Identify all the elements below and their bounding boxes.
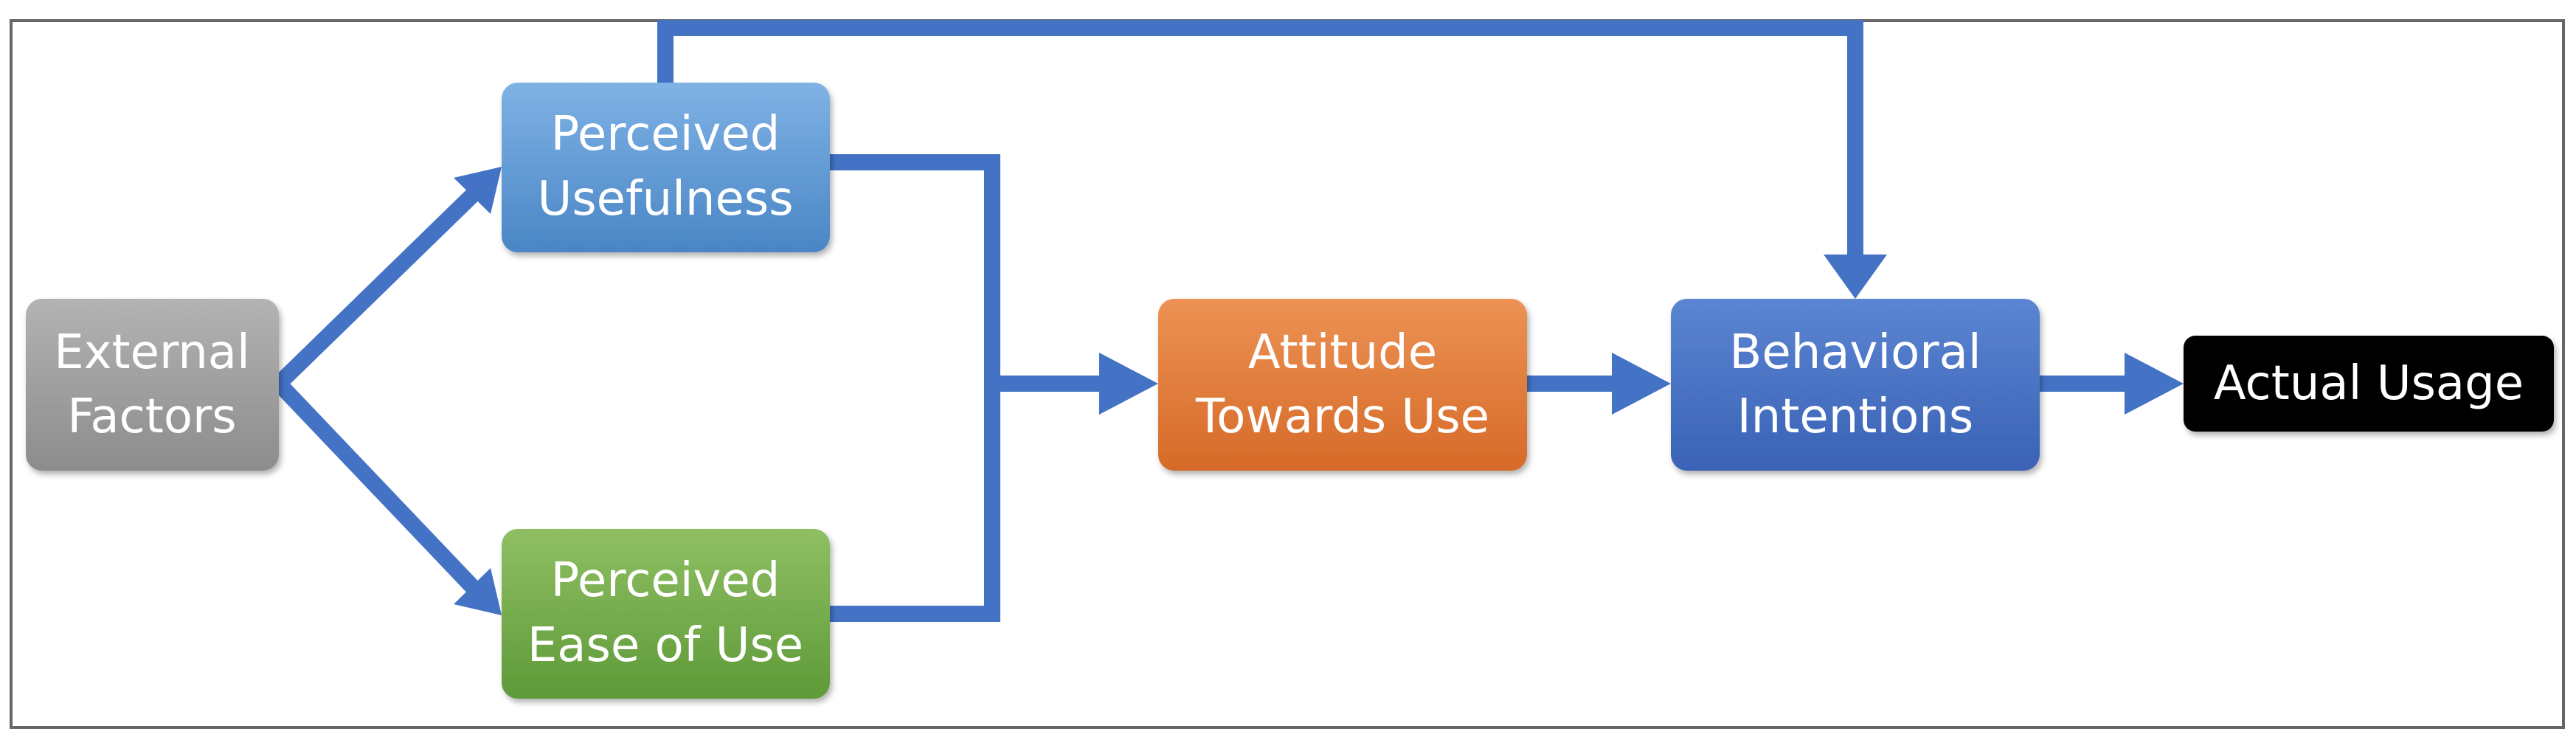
node-external-factors-line2: Factors [67, 390, 236, 444]
connector-external-to-ease [273, 378, 478, 592]
node-behavioral-intentions-line2: Intentions [1737, 390, 1973, 444]
arrowhead-intentions [1612, 353, 1671, 415]
node-perceived-ease-of-use-line2: Ease of Use [527, 618, 803, 673]
arrowheads [454, 167, 2184, 615]
node-actual-usage-label: Actual Usage [2214, 356, 2524, 411]
node-perceived-ease-of-use: Perceived Ease of Use [502, 529, 830, 699]
node-perceived-ease-of-use-line1: Perceived [551, 553, 780, 608]
connector-ease-to-merge [830, 384, 1000, 622]
node-actual-usage-box [2184, 336, 2554, 432]
node-perceived-usefulness-box [502, 83, 830, 252]
node-external-factors-line1: External [54, 325, 250, 380]
node-behavioral-intentions: Behavioral Intentions [1671, 299, 2040, 471]
node-attitude-towards-use: Attitude Towards Use [1158, 299, 1527, 471]
connector-usefulness-to-intentions [657, 20, 1863, 258]
connector-external-to-usefulness [273, 190, 478, 390]
node-behavioral-intentions-line1: Behavioral [1729, 325, 1981, 380]
node-external-factors: External Factors [26, 299, 279, 471]
arrowhead-ease [454, 568, 502, 615]
node-attitude-towards-use-line1: Attitude [1248, 325, 1437, 380]
arrowhead-intentions-top [1824, 255, 1887, 299]
node-external-factors-box [26, 299, 279, 471]
arrowhead-attitude [1099, 353, 1158, 415]
connectors [273, 20, 2128, 622]
node-attitude-towards-use-box [1158, 299, 1527, 471]
node-behavioral-intentions-box [1671, 299, 2040, 471]
node-attitude-towards-use-line2: Towards Use [1195, 390, 1489, 444]
node-perceived-usefulness: Perceived Usefulness [502, 83, 830, 252]
node-perceived-ease-of-use-box [502, 529, 830, 699]
connector-usefulness-to-merge [830, 154, 1000, 384]
arrowhead-usefulness [454, 167, 502, 214]
arrowhead-usage [2125, 353, 2184, 415]
node-perceived-usefulness-line2: Usefulness [537, 172, 793, 226]
node-perceived-usefulness-line1: Perceived [551, 107, 780, 162]
node-actual-usage: Actual Usage [2184, 336, 2554, 432]
